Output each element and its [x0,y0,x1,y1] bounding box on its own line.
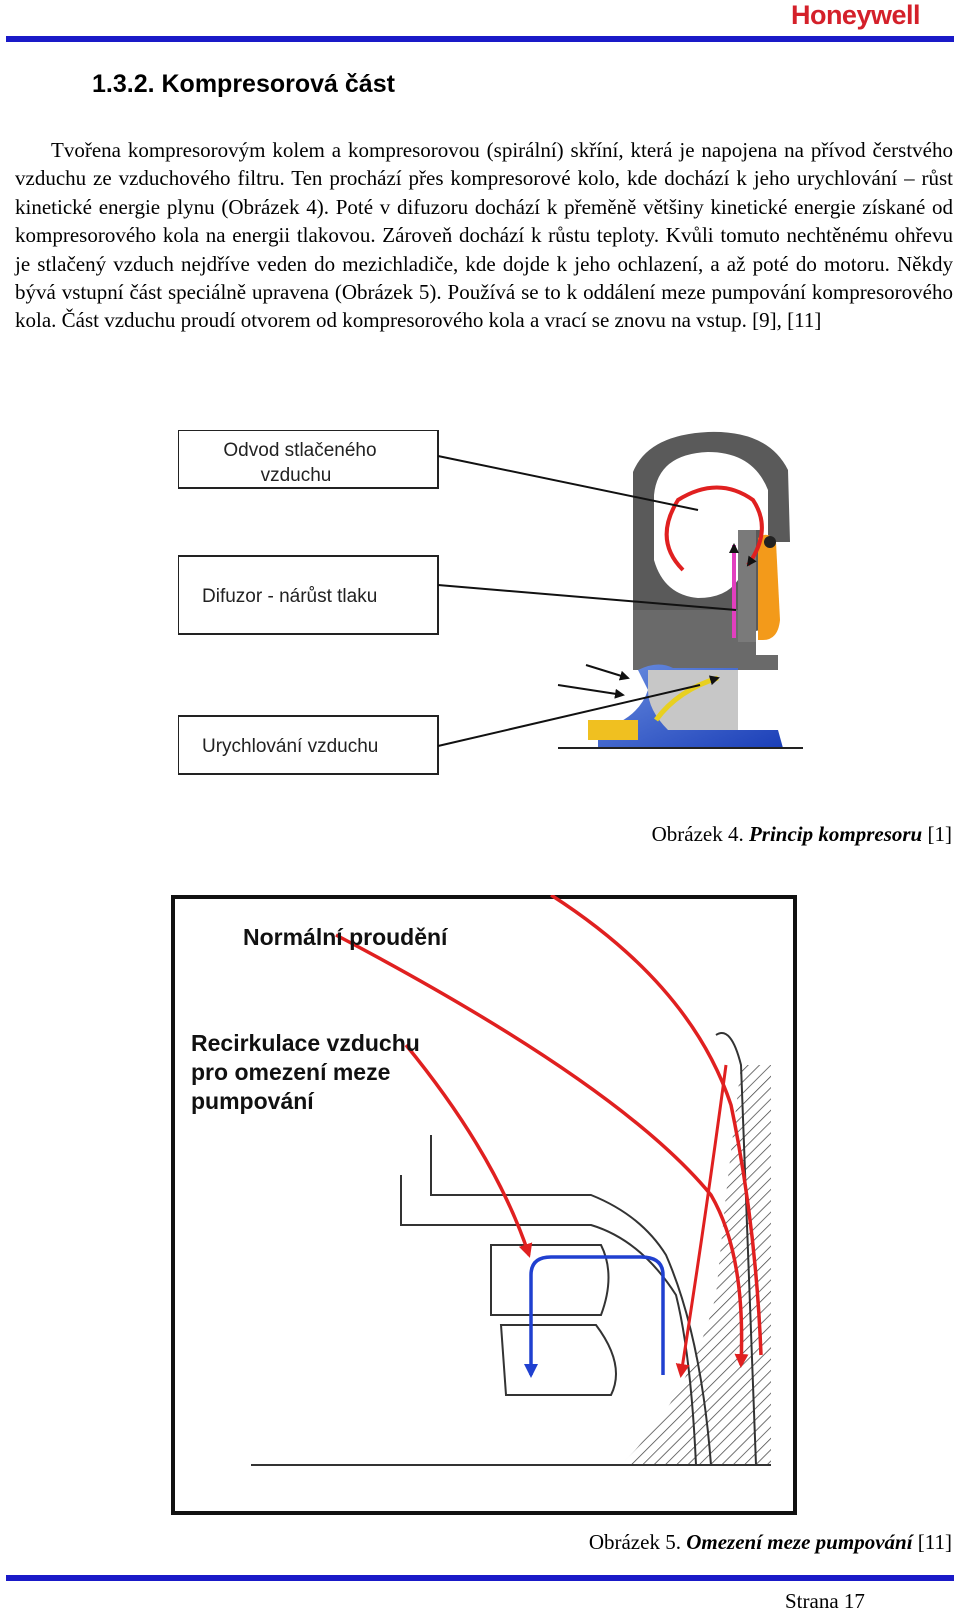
label-outlet-line2: vzduchu [261,465,332,486]
label-recirc-line1: Recirkulace vzduchu [191,1030,420,1056]
diffuser-plate [738,530,756,642]
label-diffuser: Difuzor - nárůst tlaku [202,586,377,607]
page-number: Strana 17 [785,1589,865,1613]
figure5-caption: Obrázek 5. Omezení meze pumpování [11] [588,1530,952,1554]
wheel-shroud [648,670,738,730]
honeywell-logo: Honeywell [790,0,921,30]
label-outlet-line1: Odvod stlačeného [223,440,376,461]
label-normal-flow: Normální proudění [243,924,449,950]
backplate [758,534,780,640]
label-recirc-line3: pumpování [191,1088,315,1114]
figure-compressor-principle: Odvod stlačeného vzduchu Difuzor - nárůs… [178,430,803,775]
label-box-diffuser [178,555,439,635]
body-paragraph: Tvořena kompresorovým kolem a kompresoro… [15,138,953,333]
hatched-wheel [621,1065,771,1465]
housing-outline [430,1135,712,1466]
label-recirc-line2: pro omezení meze [191,1059,390,1085]
header-rule [6,36,954,42]
figure4-caption: Obrázek 4. Princip kompresoru [1] [651,822,952,846]
label-acceleration: Urychlování vzduchu [202,736,378,757]
section-heading: 1.3.2. Kompresorová část [92,70,395,98]
figure-surge-limit: Normální proudění Recirkulace vzduchu pr… [171,895,797,1515]
footer-rule [6,1575,954,1581]
label-box-outlet [178,430,439,489]
